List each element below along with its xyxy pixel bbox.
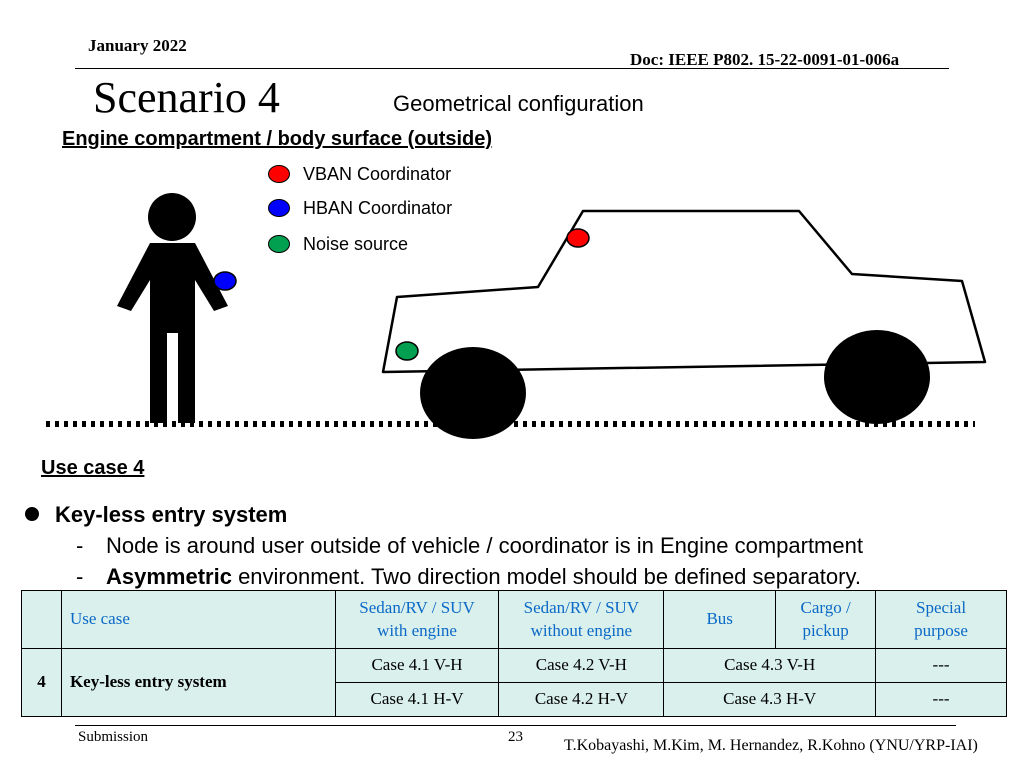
row-name: Key-less entry system	[60, 648, 336, 717]
header-cell-number	[21, 590, 62, 649]
green-dot-icon	[268, 235, 290, 253]
table-cell: Case 4.3 V-H	[663, 648, 877, 683]
table-cell: ---	[875, 682, 1007, 717]
table-cell: Case 4.2 H-V	[498, 682, 665, 717]
vban-node-icon	[566, 228, 590, 248]
header-line: Special	[916, 597, 967, 617]
rear-wheel	[824, 330, 930, 424]
footer-authors: T.Kobayashi, M.Kim, M. Hernandez, R.Kohn…	[564, 737, 978, 754]
header-line: Sedan/RV / SUV	[523, 597, 640, 617]
header-line: without engine	[530, 620, 633, 640]
header-line: Sedan/RV / SUV	[359, 597, 475, 617]
table-header-row: Use case Sedan/RV / SUV with engine Sedan…	[21, 590, 1007, 649]
noise-source-icon	[395, 341, 419, 361]
car-body	[381, 209, 987, 374]
header-date: January 2022	[88, 36, 187, 55]
header-line: purpose	[914, 620, 968, 640]
person-right-leg	[178, 333, 195, 423]
sub-bullet-2-bold: Asymmetric	[106, 564, 232, 589]
header-use-case: Use case	[60, 590, 336, 649]
person-body	[117, 243, 228, 333]
row-number: 4	[21, 648, 62, 717]
hban-node-icon	[213, 271, 237, 291]
dash-icon: -	[76, 533, 84, 558]
sub-bullet-2-rest: environment. Two direction model should …	[231, 564, 861, 589]
table-cell: Case 4.1 H-V	[334, 682, 500, 717]
header-bus: Bus	[663, 590, 777, 649]
table-cell: Case 4.1 V-H	[334, 648, 500, 683]
table-row: Case 4.1 H-V Case 4.2 H-V Case 4.3 H-V -…	[22, 682, 1007, 717]
bullet-text: Key-less entry system	[55, 502, 288, 527]
header-line: Cargo /	[800, 597, 851, 617]
table-cell: Case 4.3 H-V	[663, 682, 877, 717]
sub-bullet-2: Asymmetric environment. Two direction mo…	[106, 564, 861, 590]
sub-bullet-1: Node is around user outside of vehicle /…	[106, 533, 863, 558]
header-divider	[75, 68, 949, 69]
header-line: with engine	[377, 620, 457, 640]
slide-title: Scenario 4	[93, 73, 280, 122]
footer-submission: Submission	[78, 729, 149, 745]
header-line: pickup	[802, 620, 849, 640]
dash-icon: -	[76, 564, 84, 589]
footer-divider	[75, 725, 956, 726]
header-cargo-pickup: Cargo / pickup	[775, 590, 877, 649]
table-row: 4 Key-less entry system Case 4.1 V-H Cas…	[21, 648, 1007, 717]
person-head	[148, 193, 196, 241]
legend-label: Noise source	[303, 234, 409, 254]
header-special-purpose: Special purpose	[875, 590, 1007, 649]
red-dot-icon	[268, 165, 290, 183]
person-left-leg	[150, 333, 167, 423]
legend-label: HBAN Coordinator	[303, 198, 453, 218]
usecase-table: Use case Sedan/RV / SUV with engine Sedan…	[21, 590, 1007, 717]
legend-label: VBAN Coordinator	[303, 164, 452, 184]
scenario-illustration	[46, 193, 987, 439]
usecase-heading: Use case 4	[41, 457, 145, 479]
footer-page-number: 23	[508, 729, 523, 745]
table-cell: ---	[875, 648, 1007, 683]
bullet-icon	[25, 507, 39, 521]
header-sedan-without-engine: Sedan/RV / SUV without engine	[498, 590, 665, 649]
blue-dot-icon	[268, 199, 290, 217]
slide-subtitle: Geometrical configuration	[393, 91, 644, 116]
front-wheel	[420, 347, 526, 439]
header-doc-id: Doc: IEEE P802. 15-22-0091-01-006a	[630, 50, 900, 69]
header-sedan-with-engine: Sedan/RV / SUV with engine	[334, 590, 500, 649]
section-heading: Engine compartment / body surface (outsi…	[62, 128, 493, 150]
table-cell: Case 4.2 V-H	[498, 648, 665, 683]
